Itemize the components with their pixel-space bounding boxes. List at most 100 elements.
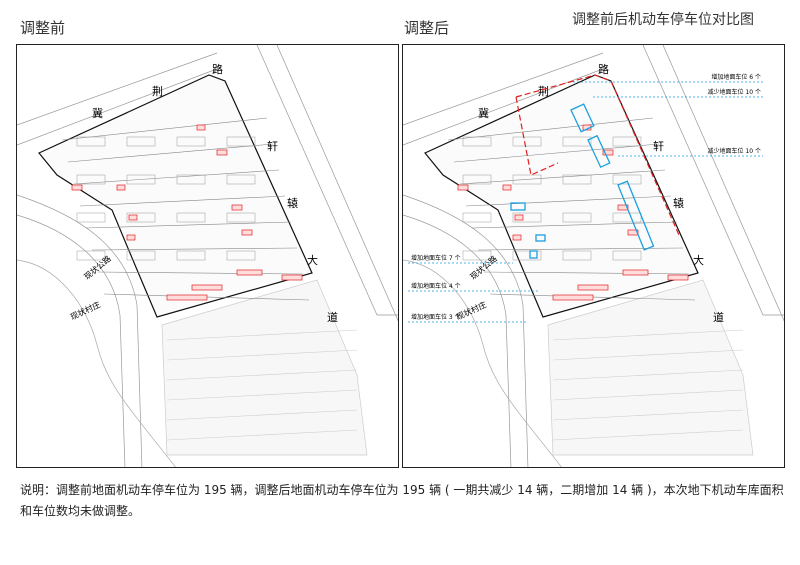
- building-row: [166, 389, 358, 401]
- parking-space: [457, 184, 469, 191]
- building: [612, 250, 642, 261]
- building: [126, 250, 156, 261]
- parking-space: [231, 204, 243, 211]
- building-row: [459, 169, 666, 185]
- road-label-top: 冀: [478, 106, 489, 120]
- parking-space: [116, 184, 126, 191]
- building: [462, 174, 492, 185]
- building-row: [471, 221, 678, 229]
- parking-space: [502, 184, 512, 191]
- adjusted-parking-highlight: [587, 134, 611, 169]
- building: [76, 174, 106, 185]
- parking-space: [191, 284, 223, 291]
- building-row: [465, 195, 672, 207]
- building: [126, 212, 156, 223]
- plan-before: 冀荆路轩辕大道现状公路现状村庄: [16, 44, 399, 468]
- building-row: [552, 349, 744, 361]
- building-row: [166, 429, 358, 441]
- building: [176, 136, 206, 147]
- river-edge: [403, 259, 562, 467]
- building-row: [61, 117, 268, 141]
- building-row: [166, 329, 358, 341]
- road-label-right: 轩: [267, 139, 278, 153]
- parking-space: [281, 274, 303, 281]
- parking-space: [512, 234, 522, 241]
- road-label-top: 路: [598, 63, 609, 76]
- building-row: [97, 271, 304, 275]
- road-right-edge: [642, 45, 784, 322]
- road-label-right: 道: [327, 310, 338, 324]
- building-row: [552, 389, 744, 401]
- callout-label: 增加地面车位 3 个: [411, 313, 461, 321]
- road-top-edge: [403, 52, 609, 146]
- road-label-right: 大: [693, 253, 704, 267]
- road-label-right: 轩: [653, 139, 664, 153]
- parking-space: [71, 184, 83, 191]
- parking-space: [236, 269, 263, 276]
- parking-space: [617, 204, 629, 211]
- building-row: [73, 169, 280, 185]
- parking-space: [196, 124, 206, 131]
- building-row: [552, 409, 744, 421]
- parking-space: [128, 214, 138, 221]
- building: [226, 250, 256, 261]
- road-label-right: 辕: [287, 196, 298, 210]
- parking-space: [602, 149, 614, 156]
- building: [512, 250, 542, 261]
- building: [176, 174, 206, 185]
- building: [562, 212, 592, 223]
- building: [176, 212, 206, 223]
- building: [226, 212, 256, 223]
- building: [462, 136, 492, 147]
- building: [226, 174, 256, 185]
- building-row: [91, 247, 298, 251]
- building-row: [79, 195, 286, 207]
- building: [562, 250, 592, 261]
- site-boundary: [38, 74, 313, 318]
- road-label-right: 辕: [673, 196, 684, 210]
- building-row: [166, 349, 358, 361]
- road-label-right: 道: [713, 310, 724, 324]
- added-parking-highlight: [529, 250, 538, 259]
- added-parking-highlight: [535, 234, 546, 242]
- building-row: [453, 143, 660, 163]
- building-row: [552, 429, 744, 441]
- building: [76, 212, 106, 223]
- building-row: [166, 409, 358, 421]
- explanation-note: 说明：调整前地面机动车停车位为 195 辆，调整后地面机动车停车位为 195 辆…: [20, 483, 784, 518]
- site-boundary: [424, 74, 699, 318]
- parking-space: [552, 294, 594, 301]
- parking-space: [166, 294, 208, 301]
- building: [562, 174, 592, 185]
- building: [462, 212, 492, 223]
- building: [176, 250, 206, 261]
- building-row: [552, 329, 744, 341]
- parking-space: [627, 229, 639, 236]
- building: [512, 212, 542, 223]
- road-label-top: 冀: [92, 106, 103, 120]
- road-label-top: 路: [212, 63, 223, 76]
- building-row: [166, 369, 358, 381]
- building-row: [447, 117, 654, 141]
- road-label-top: 荆: [538, 85, 549, 98]
- callout-label: 减少地面车位 10 个: [708, 88, 761, 96]
- parking-space: [514, 214, 524, 221]
- building: [612, 174, 642, 185]
- parking-space: [622, 269, 649, 276]
- building: [126, 136, 156, 147]
- road-right-edge: [256, 45, 398, 322]
- adjusted-parking-highlight: [570, 103, 595, 133]
- adjusted-boundary: [515, 74, 680, 236]
- building: [612, 212, 642, 223]
- phase-two-area: [161, 279, 368, 456]
- road-label-left: 现状公路: [468, 253, 499, 281]
- phase-two-area: [547, 279, 754, 456]
- panel-title-before: 调整前: [20, 19, 66, 37]
- building: [76, 250, 106, 261]
- building: [562, 136, 592, 147]
- building-row: [85, 221, 292, 229]
- building-row: [552, 369, 744, 381]
- village-label: 现状村庄: [69, 299, 102, 322]
